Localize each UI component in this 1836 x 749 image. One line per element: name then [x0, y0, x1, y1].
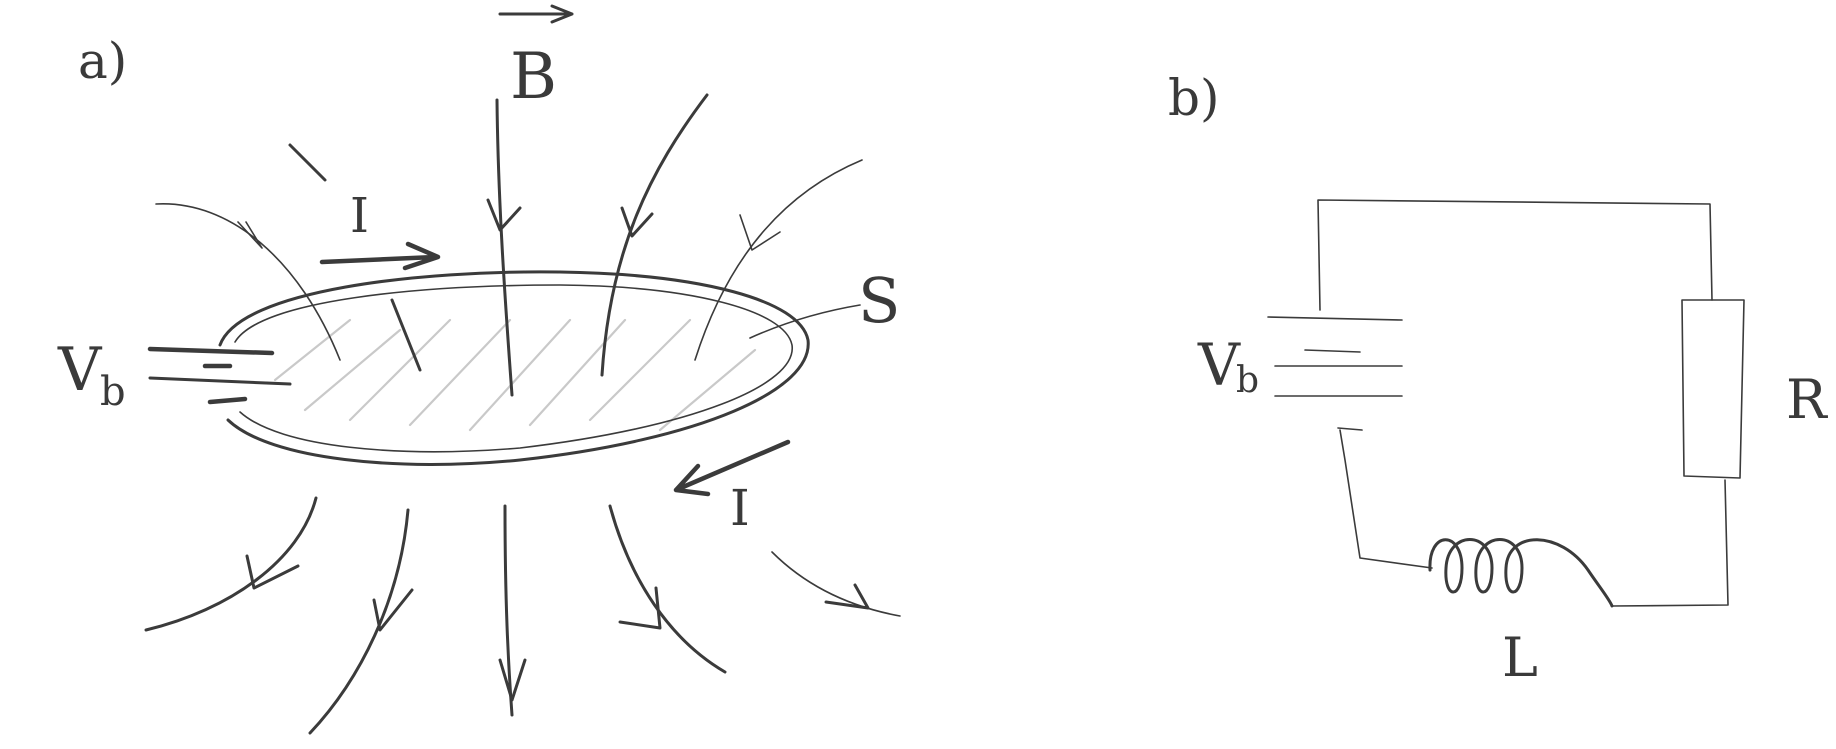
current-arrow-bottom: I [673, 439, 791, 537]
field-lines-bottom [144, 496, 901, 735]
resistor-label: R [1786, 368, 1828, 431]
surface-label-text: S [858, 264, 900, 337]
surface-hatching [273, 318, 757, 432]
field-lines-top [155, 93, 863, 397]
battery-b-subscript: b [1236, 360, 1259, 401]
current-arrow-top: I [319, 188, 441, 271]
field-b-arrow [498, 4, 574, 24]
current-label-bottom: I [730, 479, 750, 537]
field-b-text: B [510, 40, 557, 114]
panel-a: a) B V b [57, 4, 901, 735]
current-loop [218, 270, 810, 466]
inductor: L [1428, 538, 1614, 689]
surface-label: S [749, 264, 900, 339]
battery-a-subscript: b [100, 369, 126, 415]
battery-b: V b [1197, 316, 1403, 431]
field-b-label: B [498, 4, 574, 114]
inductor-label: L [1502, 626, 1538, 689]
panel-b-label: b) [1168, 69, 1220, 127]
panel-b: b) V b R L [1168, 69, 1828, 689]
battery-a: V b [57, 335, 292, 415]
circuit-wires [1317, 199, 1729, 607]
resistor: R [1681, 299, 1828, 479]
current-label-top: I [350, 188, 369, 244]
battery-b-label: V [1197, 331, 1241, 399]
battery-a-label: V [57, 335, 103, 405]
panel-a-label: a) [78, 32, 127, 90]
